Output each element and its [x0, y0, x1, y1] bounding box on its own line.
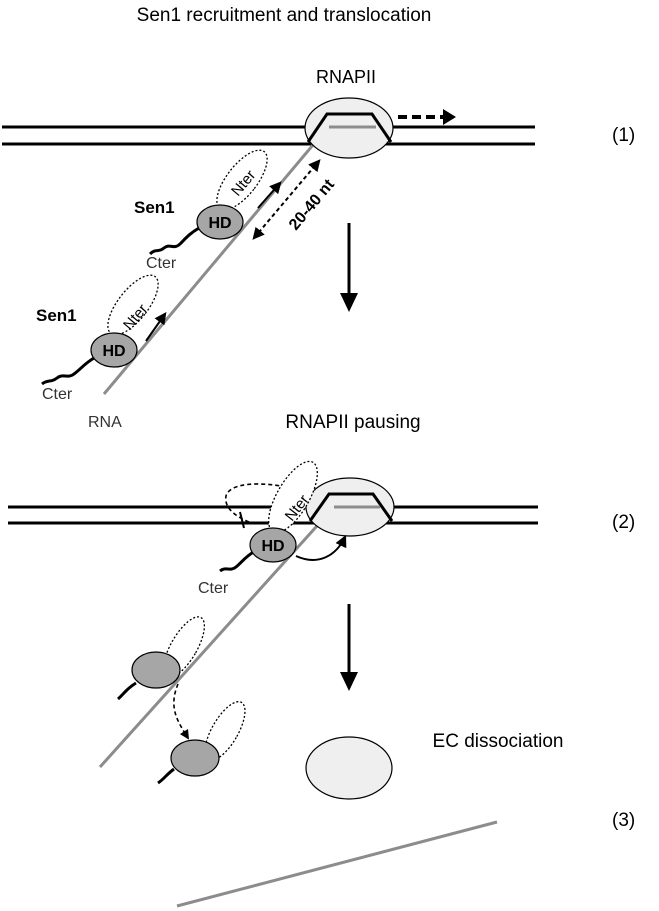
- translocation-arrow: [145, 312, 167, 342]
- helicase-domain: [170, 739, 220, 777]
- step-arrow-2-3-head: [340, 672, 358, 691]
- cter-label: Cter: [198, 580, 229, 597]
- transcription-direction-arrowhead: [443, 109, 456, 125]
- cter-label: Cter: [42, 386, 73, 403]
- rna-strand: [102, 126, 330, 395]
- cter-tail: [148, 226, 200, 256]
- inhibitory-interaction-arc: [225, 483, 287, 523]
- sen1-upper: Nter HD Sen1 Cter: [134, 149, 282, 272]
- cter-tail: [219, 549, 256, 573]
- hd-label: HD: [102, 343, 125, 360]
- translocation-arrow: [257, 181, 282, 209]
- cter-label: Cter: [146, 255, 177, 272]
- released-rna: [176, 820, 498, 908]
- dissociation-caption: EC dissociation: [433, 731, 564, 752]
- release-arrow: [173, 683, 190, 740]
- rna-label: RNA: [88, 414, 122, 431]
- distance-label: 20-40 nt: [286, 176, 338, 234]
- dna-bubble: [308, 492, 394, 522]
- rna-strand: [98, 505, 336, 769]
- step3-number: (3): [612, 810, 635, 831]
- nter-label: Nter: [228, 167, 259, 200]
- pausing-caption: RNAPII pausing: [285, 412, 420, 433]
- diagram-title: Sen1 recruitment and translocation: [137, 5, 432, 26]
- released-rnapii: [305, 736, 393, 800]
- nter-label: Nter: [120, 301, 151, 334]
- step2-panel: RNAPII pausing (2) Nter HD Cter: [8, 412, 635, 769]
- rnapii-label: RNAPII: [316, 67, 376, 87]
- step3-panel: EC dissociation (3): [117, 616, 635, 908]
- cter-tail: [157, 767, 175, 785]
- collision-arrow: [295, 534, 347, 561]
- cter-tail: [41, 356, 95, 386]
- step-arrow-1-2-head: [340, 293, 358, 312]
- hd-label: HD: [208, 215, 231, 232]
- sen1-label: Sen1: [36, 306, 77, 325]
- sen1-lower: Nter HD Sen1 Cter: [36, 274, 167, 403]
- cter-tail: [117, 681, 137, 701]
- helicase-domain: [131, 651, 181, 689]
- inhibition-bar: [239, 511, 245, 529]
- hd-label: HD: [261, 538, 284, 555]
- distance-arrow: [252, 159, 321, 240]
- helicase-domain: [196, 204, 244, 240]
- sen1-label: Sen1: [134, 198, 175, 217]
- step1-number: (1): [612, 125, 635, 146]
- step1-panel: RNAPII (1) 20-40 nt Nter HD Sen1 Cter Nt…: [2, 67, 635, 431]
- helicase-domain: [249, 527, 297, 563]
- dna-bubble: [306, 112, 393, 143]
- step2-number: (2): [612, 512, 635, 533]
- helicase-domain: [90, 332, 138, 368]
